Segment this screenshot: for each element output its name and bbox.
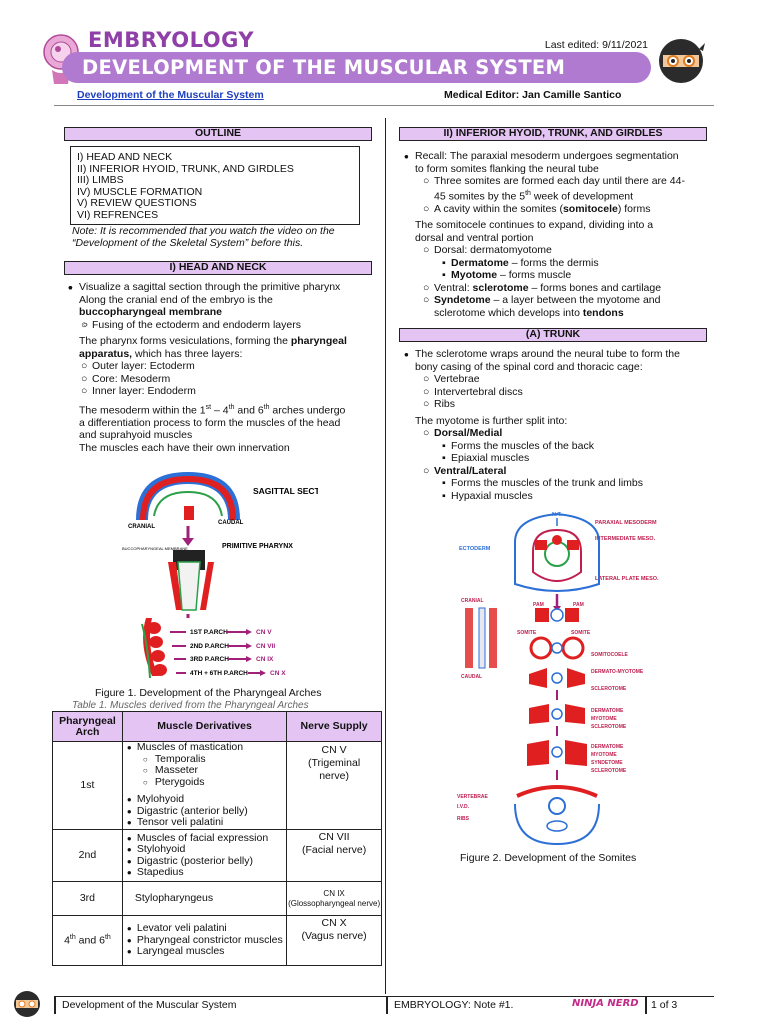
figure1-caption: Figure 1. Development of the Pharyngeal … bbox=[95, 687, 322, 699]
footer-bar bbox=[645, 997, 647, 1014]
svg-text:DERMATO-MYOTOME: DERMATO-MYOTOME bbox=[591, 669, 644, 675]
ninja-nerd-logo: NINJA NERD bbox=[572, 998, 639, 1009]
head-neck-heading: I) HEAD AND NECK bbox=[64, 261, 372, 275]
svg-text:DERMATOME: DERMATOME bbox=[591, 708, 624, 714]
outline-item[interactable]: V) REVIEW QUESTIONS bbox=[77, 197, 197, 209]
sagittal-label: SAGITTAL SECTION bbox=[253, 486, 318, 496]
svg-text:INTERMEDIATE MESO.: INTERMEDIATE MESO. bbox=[595, 536, 656, 542]
cn10-label: CN X bbox=[270, 670, 286, 677]
outline-item[interactable]: I) HEAD AND NECK bbox=[77, 151, 173, 163]
svg-text:CRANIAL: CRANIAL bbox=[461, 598, 484, 604]
figure2-caption: Figure 2. Development of the Somites bbox=[460, 852, 637, 864]
svg-text:I.V.D.: I.V.D. bbox=[457, 804, 470, 810]
svg-text:SCLEROTOME: SCLEROTOME bbox=[591, 686, 627, 692]
ninja-footer-icon bbox=[14, 991, 40, 1017]
table-row: 4th and 6th ●Levator veli palatini ●Phar… bbox=[52, 915, 382, 966]
svg-text:LATERAL PLATE MESO.: LATERAL PLATE MESO. bbox=[595, 576, 659, 582]
table1-caption: Table 1. Muscles derived from the Pharyn… bbox=[72, 700, 309, 711]
outline-note: Note: It is recommended that you watch t… bbox=[72, 225, 335, 249]
svg-text:CAUDAL: CAUDAL bbox=[461, 674, 482, 680]
inferior-content: Recall: The paraxial mesoderm undergoes … bbox=[404, 150, 709, 319]
footer-bar bbox=[54, 997, 56, 1014]
svg-text:SOMITOCOELE: SOMITOCOELE bbox=[591, 652, 629, 658]
subject-title: EMBRYOLOGY bbox=[88, 28, 255, 52]
arch1-label: 1ST P.ARCH bbox=[190, 629, 228, 636]
arch3-label: 3RD P.ARCH bbox=[190, 656, 229, 663]
arch46-label: 4TH + 6TH P.ARCH bbox=[190, 670, 248, 677]
page-title: DEVELOPMENT OF THE MUSCULAR SYSTEM bbox=[82, 56, 566, 79]
arch2-label: 2ND P.ARCH bbox=[190, 643, 229, 650]
svg-text:SOMITE: SOMITE bbox=[571, 630, 591, 636]
svg-text:VERTEBRAE: VERTEBRAE bbox=[457, 794, 489, 800]
svg-text:SOMITE: SOMITE bbox=[517, 630, 537, 636]
cn9-label: CN IX bbox=[256, 656, 274, 663]
cranial-label: CRANIAL bbox=[128, 524, 155, 530]
trunk-heading: (A) TRUNK bbox=[399, 328, 707, 342]
pharyngeal-arch-table: Pharyngeal Arch Muscle Derivatives Nerve… bbox=[52, 711, 382, 966]
bucco-label: BUCCOPHARYNGEAL MEMBRANE bbox=[122, 546, 188, 551]
table-row: 3rd Stylopharyngeus CN IX(Glossopharynge… bbox=[52, 881, 382, 916]
svg-text:MYOTOME: MYOTOME bbox=[591, 716, 617, 722]
cn5-label: CN V bbox=[256, 629, 272, 636]
outline-item[interactable]: IV) MUSCLE FORMATION bbox=[77, 185, 203, 198]
footer-bar bbox=[386, 997, 388, 1014]
outline-item[interactable]: VI) REFRENCES bbox=[77, 208, 159, 221]
svg-text:RIBS: RIBS bbox=[457, 816, 470, 822]
cn7-label: CN VII bbox=[256, 643, 275, 650]
outline-heading: OUTLINE bbox=[64, 127, 372, 141]
svg-text:PAM: PAM bbox=[533, 602, 544, 608]
svg-text:PAM: PAM bbox=[573, 602, 584, 608]
svg-text:SCLEROTOME: SCLEROTOME bbox=[591, 724, 627, 730]
table-row: 2nd ●Muscles of facial expression ●Stylo… bbox=[52, 829, 382, 882]
table-header: Nerve Supply bbox=[286, 711, 382, 742]
footer-divider bbox=[54, 996, 714, 997]
svg-text:PARAXIAL MESODERM: PARAXIAL MESODERM bbox=[595, 520, 657, 526]
outline-box: I) HEAD AND NECK II) INFERIOR HYOID, TRU… bbox=[70, 146, 360, 225]
primitive-label: PRIMITIVE PHARYNX bbox=[222, 543, 293, 550]
svg-text:SYNDETOME: SYNDETOME bbox=[591, 760, 623, 766]
svg-text:SCLEROTOME: SCLEROTOME bbox=[591, 768, 627, 774]
table-header: Muscle Derivatives bbox=[121, 711, 288, 742]
footer-note: EMBRYOLOGY: Note #1. bbox=[394, 999, 514, 1011]
page-link[interactable]: Development of the Muscular System bbox=[77, 89, 264, 101]
header-divider bbox=[54, 105, 714, 106]
footer-title: Development of the Muscular System bbox=[62, 999, 237, 1011]
svg-text:DERMATOME: DERMATOME bbox=[591, 744, 624, 750]
svg-text:MYOTOME: MYOTOME bbox=[591, 752, 617, 758]
column-divider bbox=[385, 118, 386, 994]
caudal-label: CAUDAL bbox=[218, 520, 244, 526]
svg-text:ECTODERM: ECTODERM bbox=[459, 546, 491, 552]
outline-item[interactable]: II) INFERIOR HYOID, TRUNK, AND GIRDLES bbox=[77, 162, 294, 175]
outline-item[interactable]: III) LIMBS bbox=[77, 174, 124, 186]
medical-editor: Medical Editor: Jan Camille Santico bbox=[444, 89, 622, 101]
table-header: Pharyngeal Arch bbox=[52, 711, 123, 742]
page-number: 1 of 3 bbox=[651, 999, 678, 1011]
somite-development-figure: N.T. PARAXIAL MESODERM INTERMEDIATE MESO… bbox=[457, 512, 659, 846]
table-row: 1st ●Muscles of mastication ○Temporalis … bbox=[52, 741, 382, 830]
title-banner bbox=[62, 52, 651, 83]
pharyngeal-arches-figure: SAGITTAL SECTION CRANIAL CAUDAL BUCCOPHA… bbox=[122, 472, 318, 679]
last-edited: Last edited: 9/11/2021 bbox=[544, 39, 648, 51]
head-neck-content: Visualize a sagittal section through the… bbox=[68, 281, 378, 454]
trunk-content: The sclerotome wraps around the neural t… bbox=[404, 348, 709, 502]
ninja-mascot-icon bbox=[659, 39, 705, 83]
inferior-heading: II) INFERIOR HYOID, TRUNK, AND GIRDLES bbox=[399, 127, 707, 141]
